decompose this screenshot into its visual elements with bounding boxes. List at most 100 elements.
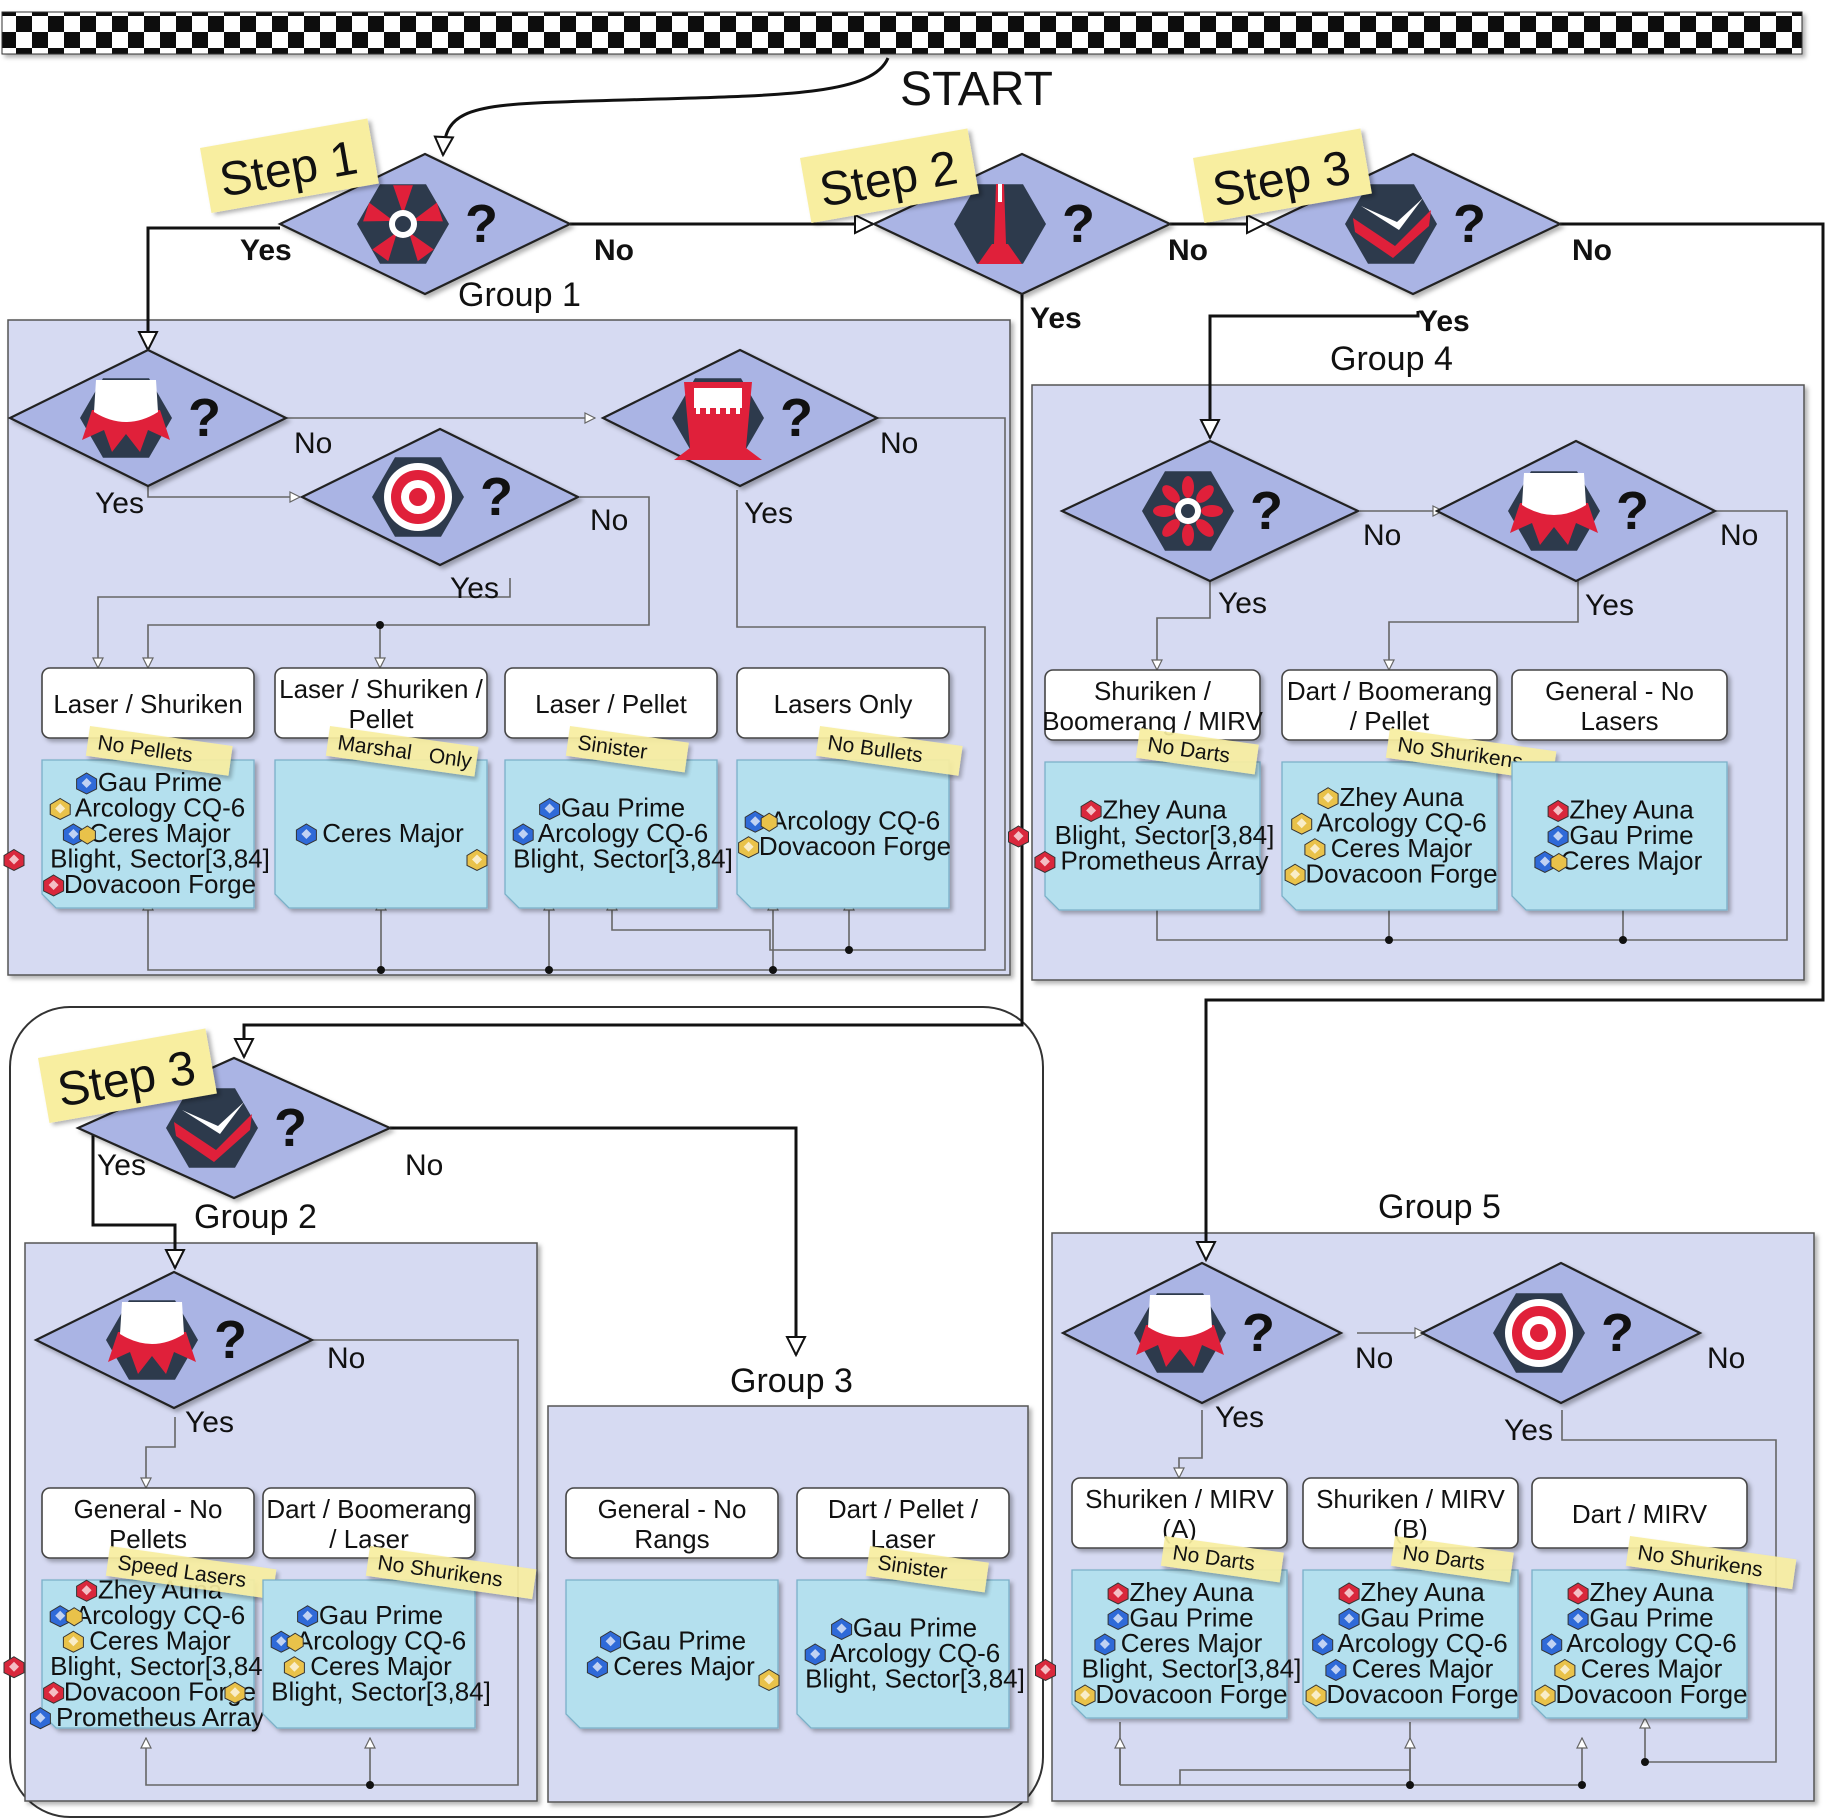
group-2-label: Group 2 [194, 1198, 317, 1236]
decision-node: ? [1060, 1261, 1344, 1405]
gold-crystal-icon [283, 1656, 305, 1679]
no-label: No [590, 504, 628, 537]
destination-item: Arcology CQ-6 [75, 1600, 246, 1630]
no-label: No [1355, 1342, 1393, 1375]
red-crystal-icon [3, 1656, 25, 1679]
red-crystal-icon [3, 848, 25, 872]
group-3-label: Group 3 [730, 1362, 853, 1400]
no-label: No [880, 427, 918, 460]
no-label: No [1707, 1342, 1745, 1375]
question-mark: ? [1453, 194, 1486, 254]
result-title: Dart / Boomerang [1287, 676, 1492, 706]
destination-item: Zhey Auna [1339, 782, 1464, 812]
gold-crystal-icon [1304, 838, 1326, 861]
result-title: Laser / Shuriken / [279, 674, 484, 704]
yes-label: Yes [95, 487, 144, 520]
destination-item: Ceres Major [1561, 846, 1703, 876]
blue-crystal-icon [1094, 1633, 1116, 1656]
crown-icon [80, 378, 172, 458]
destination-item: Zhey Auna [1589, 1577, 1714, 1607]
result-title: / Laser [329, 1524, 409, 1554]
junction-dots [366, 621, 1649, 1789]
question-mark: ? [274, 1098, 307, 1158]
decision-node: ? [1059, 439, 1361, 583]
red-crystal-icon [43, 1681, 65, 1704]
answer-labels: Yes No Yes No Yes No Yes No Yes No Yes N… [95, 234, 1758, 1447]
yes-label: Yes [185, 1406, 234, 1439]
no-label: No [594, 234, 634, 267]
blue-gold-crystal-icon [270, 1630, 304, 1653]
hub-icon [357, 184, 449, 264]
destination-item: Arcology CQ-6 [538, 818, 709, 848]
group-5-label: Group 5 [1378, 1188, 1501, 1226]
gold-crystal-icon [758, 1668, 780, 1692]
blue-crystal-icon [1312, 1633, 1334, 1656]
blue-crystal-icon [1541, 1633, 1563, 1656]
question-mark: ? [1616, 481, 1649, 541]
decision-node: ? [600, 348, 880, 488]
gold-crystal-icon [466, 848, 488, 872]
destination-item: Blight, Sector[3,84] [271, 1676, 491, 1706]
gold-crystal-icon [62, 1630, 84, 1653]
destination-item: Arcology CQ-6 [1316, 807, 1487, 837]
question-mark: ? [1601, 1303, 1634, 1363]
destination-item: Arcology CQ-6 [770, 805, 941, 835]
result-title: Shuriken / MIRV [1316, 1484, 1505, 1514]
gold-crystal-icon [1284, 863, 1306, 886]
destination-item: Zhey Auna [1102, 795, 1227, 825]
destination-item: Ceres Major [1331, 833, 1473, 863]
gold-crystal-icon [1534, 1684, 1556, 1707]
red-crystal-icon [1107, 1582, 1129, 1605]
destination-item: Gau Prime [319, 1600, 443, 1630]
destination-item: Zhey Auna [1360, 1577, 1485, 1607]
yes-label: Yes [240, 234, 292, 267]
destination-item: Gau Prime [1589, 1603, 1713, 1633]
decision-node: ? [33, 1270, 315, 1410]
group-2-connectors [146, 1339, 519, 1786]
no-label: No [327, 1342, 365, 1375]
red-crystal-icon [1034, 850, 1056, 874]
fang-icon [672, 378, 764, 460]
question-mark: ? [1250, 481, 1283, 541]
blue-crystal-icon [29, 1707, 51, 1730]
question-mark: ? [480, 467, 513, 527]
crown-icon [106, 1300, 198, 1380]
gold-crystal-icon [1291, 812, 1313, 835]
destination-item: Dovacoon Forge [1326, 1679, 1518, 1709]
blue-crystal-icon [295, 823, 317, 846]
destination-item: Gau Prime [98, 767, 222, 797]
destination-item: Zhey Auna [1129, 1577, 1254, 1607]
destination-item: Blight, Sector[3,84] [50, 844, 270, 874]
start-label: START [900, 63, 1053, 116]
decision-node: ? [1434, 439, 1718, 583]
result-title: Lasers Only [774, 689, 913, 719]
blue-gold-crystal-icon [49, 1605, 83, 1628]
result-title: General - No [74, 1494, 223, 1524]
question-mark: ? [188, 388, 221, 448]
no-label: No [1720, 519, 1758, 552]
blue-crystal-icon [1567, 1607, 1589, 1631]
blue-crystal-icon [804, 1643, 826, 1666]
gold-crystal-icon [1317, 787, 1339, 810]
blue-crystal-icon [586, 1656, 608, 1679]
red-crystal-icon [1080, 799, 1102, 823]
destination-item: Gau Prime [622, 1625, 746, 1655]
main-connectors [91, 57, 1825, 1355]
destination-item: Gau Prime [1129, 1603, 1253, 1633]
yes-label: Yes [1504, 1414, 1553, 1447]
blue-crystal-icon [512, 823, 534, 846]
destination-item: Gau Prime [561, 793, 685, 823]
destination-item: Ceres Major [89, 1625, 231, 1655]
decision-node: ? [299, 427, 581, 567]
destination-item: Zhey Auna [1569, 795, 1694, 825]
destination-item: Blight, Sector[3,84] [50, 1651, 270, 1681]
blue-crystal-icon [1547, 825, 1569, 848]
